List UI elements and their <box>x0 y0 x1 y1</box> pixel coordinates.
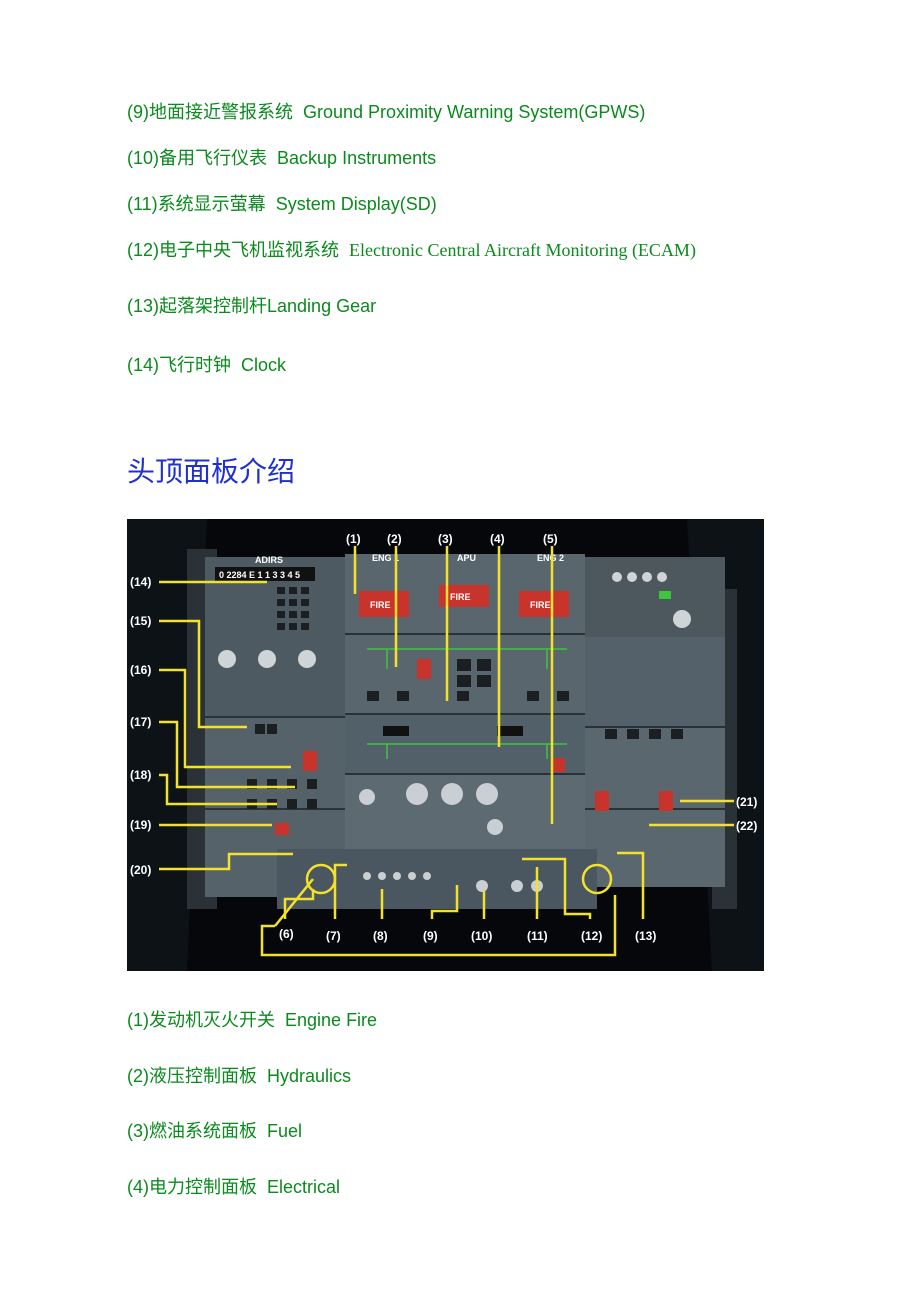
list-item-hydraulics: (2)液压控制面板 Hydraulics <box>127 1062 351 1088</box>
callout-17: (17) <box>130 715 151 729</box>
callout-8: (8) <box>373 929 388 943</box>
callout-1: (1) <box>346 532 361 546</box>
item-english: Fuel <box>267 1121 303 1141</box>
item-chinese: 备用飞行仪表 <box>159 148 268 169</box>
list-item-clock: (14)飞行时钟 Clock <box>127 351 286 377</box>
item-number: (4) <box>127 1177 149 1197</box>
item-number: (14) <box>127 355 160 375</box>
item-english: Backup Instruments <box>277 148 437 168</box>
item-number: (12) <box>127 240 160 260</box>
item-english: Ground Proximity Warning System(GPWS) <box>303 102 646 122</box>
item-number: (10) <box>127 148 160 168</box>
list-item-fuel: (3)燃油系统面板 Fuel <box>127 1117 302 1143</box>
item-number: (9) <box>127 102 149 122</box>
apu-label: APU <box>457 553 476 563</box>
item-chinese: 起落架控制杆 <box>159 296 268 317</box>
callout-19: (19) <box>130 818 151 832</box>
callout-14: (14) <box>130 575 151 589</box>
callout-21: (21) <box>736 795 757 809</box>
item-english: Engine Fire <box>285 1010 378 1030</box>
callout-11: (11) <box>527 929 548 943</box>
adirs-readout: 0 2284 E 1 1 3 3 4 5 <box>219 570 300 580</box>
callout-12: (12) <box>581 929 602 943</box>
eng1-label: ENG 1 <box>372 553 399 563</box>
callout-9: (9) <box>423 929 438 943</box>
fire-label-eng1: FIRE <box>370 600 391 610</box>
item-english: System Display(SD) <box>275 194 437 214</box>
item-english: Hydraulics <box>267 1066 352 1086</box>
overhead-panel-svg: 0 2284 E 1 1 3 3 4 5 ADIRS ENG 1 APU ENG… <box>127 519 764 971</box>
item-chinese: 电力控制面板 <box>149 1177 257 1198</box>
list-item-gpws: (9)地面接近警报系统 Ground Proximity Warning Sys… <box>127 98 645 124</box>
item-chinese: 地面接近警报系统 <box>149 102 293 123</box>
item-chinese: 燃油系统面板 <box>149 1121 257 1142</box>
item-number: (2) <box>127 1066 149 1086</box>
callout-2: (2) <box>387 532 402 546</box>
item-english: Clock <box>241 355 287 375</box>
item-chinese: 发动机灭火开关 <box>149 1010 275 1031</box>
callout-16: (16) <box>130 663 151 677</box>
callout-20: (20) <box>130 863 151 877</box>
item-chinese: 液压控制面板 <box>149 1066 257 1087</box>
overhead-panel-figure: 0 2284 E 1 1 3 3 4 5 ADIRS ENG 1 APU ENG… <box>127 519 764 971</box>
callout-10: (10) <box>471 929 492 943</box>
item-chinese: 系统显示萤幕 <box>157 194 266 215</box>
item-english: Landing Gear <box>267 296 377 316</box>
callout-15: (15) <box>130 614 151 628</box>
list-item-engine-fire: (1)发动机灭火开关 Engine Fire <box>127 1006 377 1032</box>
list-item-system-display: (11)系统显示萤幕 System Display(SD) <box>127 190 437 216</box>
callout-5: (5) <box>543 532 558 546</box>
callout-4: (4) <box>490 532 505 546</box>
list-item-electrical: (4)电力控制面板 Electrical <box>127 1173 340 1199</box>
list-item-landing-gear: (13)起落架控制杆Landing Gear <box>127 292 376 318</box>
adirs-label: ADIRS <box>255 555 283 565</box>
callout-18: (18) <box>130 768 151 782</box>
fire-label-eng2: FIRE <box>530 600 551 610</box>
item-number: (11) <box>127 194 158 214</box>
item-number: (3) <box>127 1121 149 1141</box>
item-english: Electrical <box>267 1177 341 1197</box>
item-number: (1) <box>127 1010 149 1030</box>
fire-label-apu: FIRE <box>450 592 471 602</box>
list-item-ecam: (12)电子中央飞机监视系统 Electronic Central Aircra… <box>127 236 696 262</box>
callout-22: (22) <box>736 819 757 833</box>
callout-6: (6) <box>279 927 294 941</box>
callout-13: (13) <box>635 929 656 943</box>
item-chinese: 飞行时钟 <box>159 355 232 376</box>
item-english: Electronic Central Aircraft Monitoring (… <box>349 240 696 260</box>
callout-3: (3) <box>438 532 453 546</box>
item-chinese: 电子中央飞机监视系统 <box>159 240 340 261</box>
eng2-label: ENG 2 <box>537 553 564 563</box>
list-item-backup-instruments: (10)备用飞行仪表 Backup Instruments <box>127 144 436 170</box>
section-heading: 头顶面板介绍 <box>127 455 296 488</box>
item-number: (13) <box>127 296 160 316</box>
callout-7: (7) <box>326 929 341 943</box>
